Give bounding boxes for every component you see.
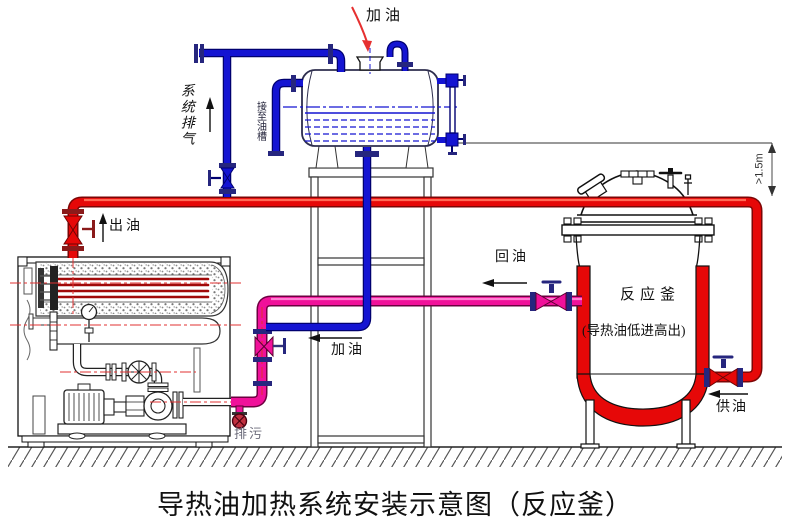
- vent-valve: [208, 163, 236, 194]
- return-valve: [530, 280, 572, 311]
- label-oil-supply: 供油: [716, 400, 748, 415]
- heating-jacket: [576, 265, 710, 427]
- label-reactor-note: (导热油低进高出): [582, 323, 686, 338]
- kettle-legs: [580, 399, 696, 449]
- heating-elements: [56, 277, 210, 299]
- to-oil-tank-line: [268, 75, 303, 156]
- label-fill-oil-top: 加油: [366, 8, 405, 24]
- manhole: [577, 173, 608, 202]
- filler-neck: [355, 48, 385, 74]
- level-gauge: [437, 73, 466, 155]
- label-to-oil-tank: 接至油槽: [254, 101, 266, 141]
- height-dimension: [457, 142, 776, 196]
- top-valve: [658, 168, 683, 189]
- oil-outlet-valve: [62, 209, 95, 251]
- flange-bolts: [563, 217, 713, 243]
- label-min-height: >1.5m: [753, 153, 766, 185]
- pressure-gauge: [80, 303, 98, 342]
- reactor-kettle: [561, 168, 715, 449]
- lower-drum: [28, 311, 221, 351]
- expansion-tank: [283, 40, 466, 169]
- label-system-vent: 系统排气: [178, 83, 194, 147]
- gooseneck-vent: [386, 40, 413, 71]
- supply-line: [62, 196, 763, 387]
- left-bracket: [23, 267, 46, 435]
- heater-vessel: [35, 261, 229, 317]
- thermowell-fitting: [684, 174, 692, 195]
- fill-oil-arrow: [351, 6, 372, 52]
- flow-arrows: [99, 97, 748, 398]
- tank-saddle: [315, 145, 339, 169]
- label-oil-outlet: 出油: [109, 219, 143, 234]
- circulation-pump: [57, 383, 187, 440]
- tank-saddle: [405, 145, 429, 169]
- blowdown-valve: [231, 405, 248, 429]
- motor: [63, 383, 105, 425]
- vent-line: [194, 44, 346, 197]
- top-nozzle-plate: [620, 170, 655, 185]
- label-blowdown: 排污: [234, 426, 265, 441]
- tank-liquid-level: [305, 112, 435, 142]
- return-riser-valve: [253, 329, 286, 386]
- heater-unit: [10, 256, 258, 448]
- label-oil-return: 回油: [495, 250, 529, 265]
- fill-line: [266, 147, 379, 332]
- ground-hatching: [8, 446, 782, 467]
- diagram-title: 导热油加热系统安装示意图（反应釜）: [157, 490, 633, 520]
- return-line: [231, 280, 582, 429]
- supply-valve: [704, 355, 743, 387]
- label-fill-oil-branch: 加油: [331, 343, 365, 358]
- label-reactor-name: 反应釜: [620, 287, 681, 303]
